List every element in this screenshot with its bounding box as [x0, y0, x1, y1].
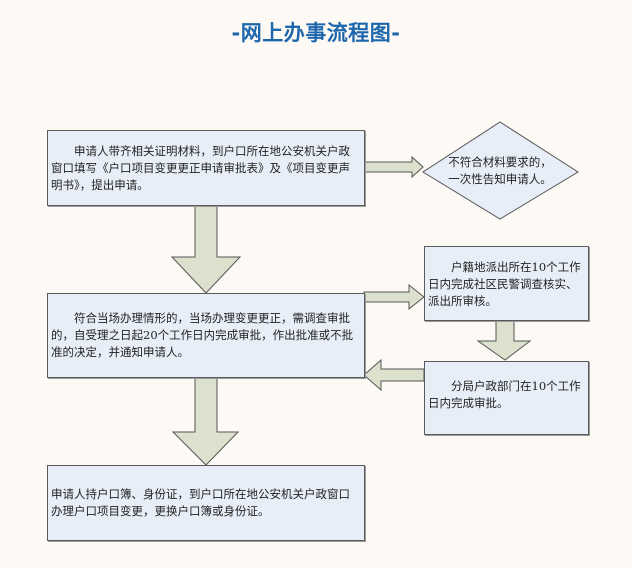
node-branch-approve-text: 分局户政部门在10个工作日内完成审批。 [428, 379, 581, 410]
node-reject-line-2: 一次性告知申请人。 [448, 172, 552, 186]
node-complete-text: 申请人持户口簿、身份证，到户口所在地公安机关户政窗口办理户口项目变更，更换户口簿… [51, 487, 350, 518]
node-apply-text: 申请人带齐相关证明材料，到户口所在地公安机关户政窗口填写《户口项目变更更正申请审… [51, 143, 350, 192]
node-police-check-text: 户籍地派出所在10个工作日内完成社区民警调查核实、派出所审核。 [428, 260, 581, 308]
page-title: -网上办事流程图- [231, 21, 401, 45]
arrow-review-to-complete [171, 376, 240, 466]
node-apply: 申请人带齐相关证明材料，到户口所在地公安机关户政窗口填写《户口项目变更更正申请审… [47, 130, 365, 206]
node-reject-text: 不符合材料要求的， 一次性告知申请人。 [425, 154, 575, 188]
node-complete: 申请人持户口簿、身份证，到户口所在地公安机关户政窗口办理户口项目变更，更换户口簿… [47, 465, 365, 541]
node-police-check: 户籍地派出所在10个工作日内完成社区民警调查核实、派出所审核。 [424, 246, 589, 321]
arrow-review-to-police-check [363, 283, 425, 311]
arrow-apply-to-review [170, 204, 242, 294]
node-review-text: 符合当场办理情形的，当场办理变更更正，需调查审批的，自受理之日起20个工作日内完… [51, 311, 354, 359]
node-review: 符合当场办理情形的，当场办理变更更正，需调查审批的，自受理之日起20个工作日内完… [47, 293, 365, 378]
node-reject-line-1: 不符合材料要求的， [448, 155, 552, 169]
decision-diamond [422, 121, 579, 220]
node-branch-approve: 分局户政部门在10个工作日内完成审批。 [424, 361, 589, 435]
arrow-branch-approve-to-review [363, 358, 425, 392]
arrow-police-check-to-branch-approve [476, 319, 532, 361]
arrow-apply-to-reject [363, 155, 424, 179]
